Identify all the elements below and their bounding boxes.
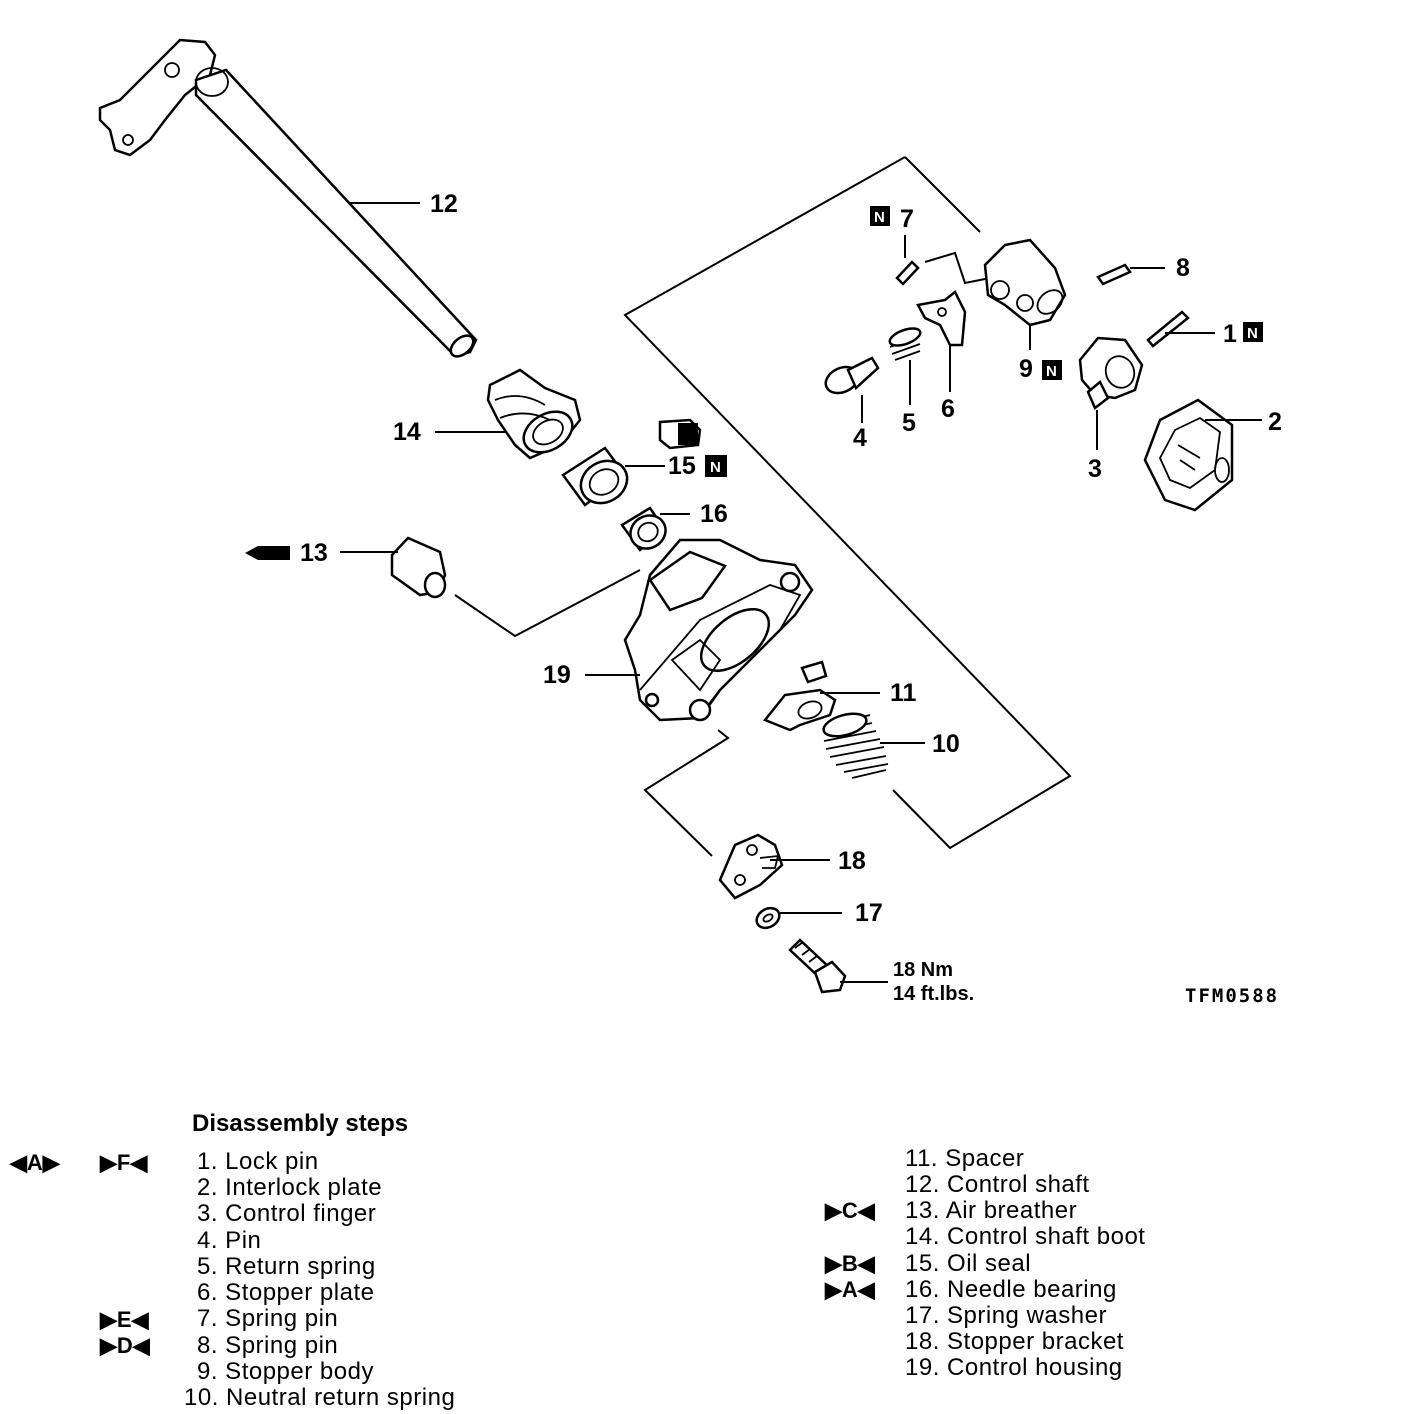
needle-bearing [620,506,667,552]
step-8: 8. Spring pin [197,1332,339,1359]
spring-pin-8 [1096,263,1132,286]
callout-8: 8 [1176,254,1190,282]
seal-clip-icon [658,418,702,450]
figure-code: TFM0588 [1185,985,1279,1007]
control-shaft [98,38,478,358]
mark-step16: ▶A◀ [825,1277,875,1302]
step-19: 19. Control housing [905,1354,1123,1381]
return-spring [888,327,922,361]
step-9: 9. Stopper body [197,1358,374,1385]
n-badge-9: N [1042,360,1062,380]
control-housing [623,538,814,722]
stopper-body [983,238,1067,327]
bolt [788,938,847,994]
control-shaft-boot [486,368,582,460]
callout-15: 15 [668,452,696,480]
step-18: 18. Stopper bracket [905,1328,1124,1355]
mark-step13: ▶C◀ [825,1198,875,1223]
stopper-bracket [718,833,784,900]
callout-7: 7 [900,205,914,233]
callout-4: 4 [853,424,867,452]
lock-pin [1146,310,1190,348]
callout-18: 18 [838,847,866,875]
callout-11: 11 [890,679,917,707]
control-finger [1078,336,1144,410]
mark-step8: ▶D◀ [100,1333,150,1358]
callout-3: 3 [1088,455,1102,483]
assembly-outline [623,156,1072,850]
exploded-parts-diagram: 12 14 15 16 13 19 11 10 18 17 7 8 1 9 2 … [98,38,1282,1007]
step-4: 4. Pin [197,1227,262,1254]
svg-text:N: N [1247,325,1258,342]
n-badge-7: N [870,206,890,226]
svg-text:N: N [1046,363,1057,380]
callout-19: 19 [543,661,571,689]
step-1: 1. Lock pin [197,1148,319,1175]
callout-17: 17 [855,899,883,927]
callout-5: 5 [902,409,916,437]
step-14: 14. Control shaft boot [905,1223,1146,1250]
step-10: 10. Neutral return spring [184,1384,456,1411]
callout-2: 2 [1268,408,1282,436]
mark-step1-f: ▶F◀ [100,1150,148,1175]
spacer [762,660,837,732]
callout-12: 12 [430,190,458,218]
callout-13: 13 [300,539,328,567]
mark-step15: ▶B◀ [825,1251,875,1276]
mark-step7: ▶E◀ [100,1307,149,1332]
step-11: 11. Spacer [905,1145,1025,1172]
breather-guide-line [454,569,641,638]
step-6: 6. Stopper plate [197,1279,375,1306]
step-3: 3. Control finger [197,1200,377,1227]
bracket-guide-line [643,729,730,857]
svg-text:N: N [874,209,885,226]
torque-nm: 18 Nm [893,959,953,981]
spring-washer [755,906,781,930]
n-badge-15: N [705,455,727,477]
step-15: 15. Oil seal [905,1250,1032,1277]
callout-10: 10 [932,730,960,758]
step-16: 16. Needle bearing [905,1276,1117,1303]
svg-text:N: N [710,459,721,476]
torque-ftlbs: 14 ft.lbs. [893,983,974,1005]
step-17: 17. Spring washer [905,1302,1107,1329]
callout-6: 6 [941,395,955,423]
stopper-plate [916,290,967,347]
pin [824,356,880,395]
callout-9: 9 [1019,355,1033,383]
assembly-outline-upper [904,156,981,233]
step-12: 12. Control shaft [905,1171,1090,1198]
air-breather [245,536,447,599]
neutral-return-spring [822,712,889,779]
step-13: 13. Air breather [905,1197,1078,1224]
spring-pin-7 [895,260,920,286]
interlock-plate [1143,398,1234,512]
pin-guide-line [924,251,991,285]
oil-seal [561,446,629,507]
step-7: 7. Spring pin [197,1305,339,1332]
step-5: 5. Return spring [197,1253,376,1280]
mark-step1-a: ◀A▶ [10,1150,60,1175]
steps-title: Disassembly steps [192,1110,409,1137]
step-2: 2. Interlock plate [197,1174,383,1201]
callout-16: 16 [700,500,728,528]
n-badge-1: N [1243,322,1263,342]
callout-1: 1 [1223,320,1237,348]
callout-14: 14 [393,418,421,446]
